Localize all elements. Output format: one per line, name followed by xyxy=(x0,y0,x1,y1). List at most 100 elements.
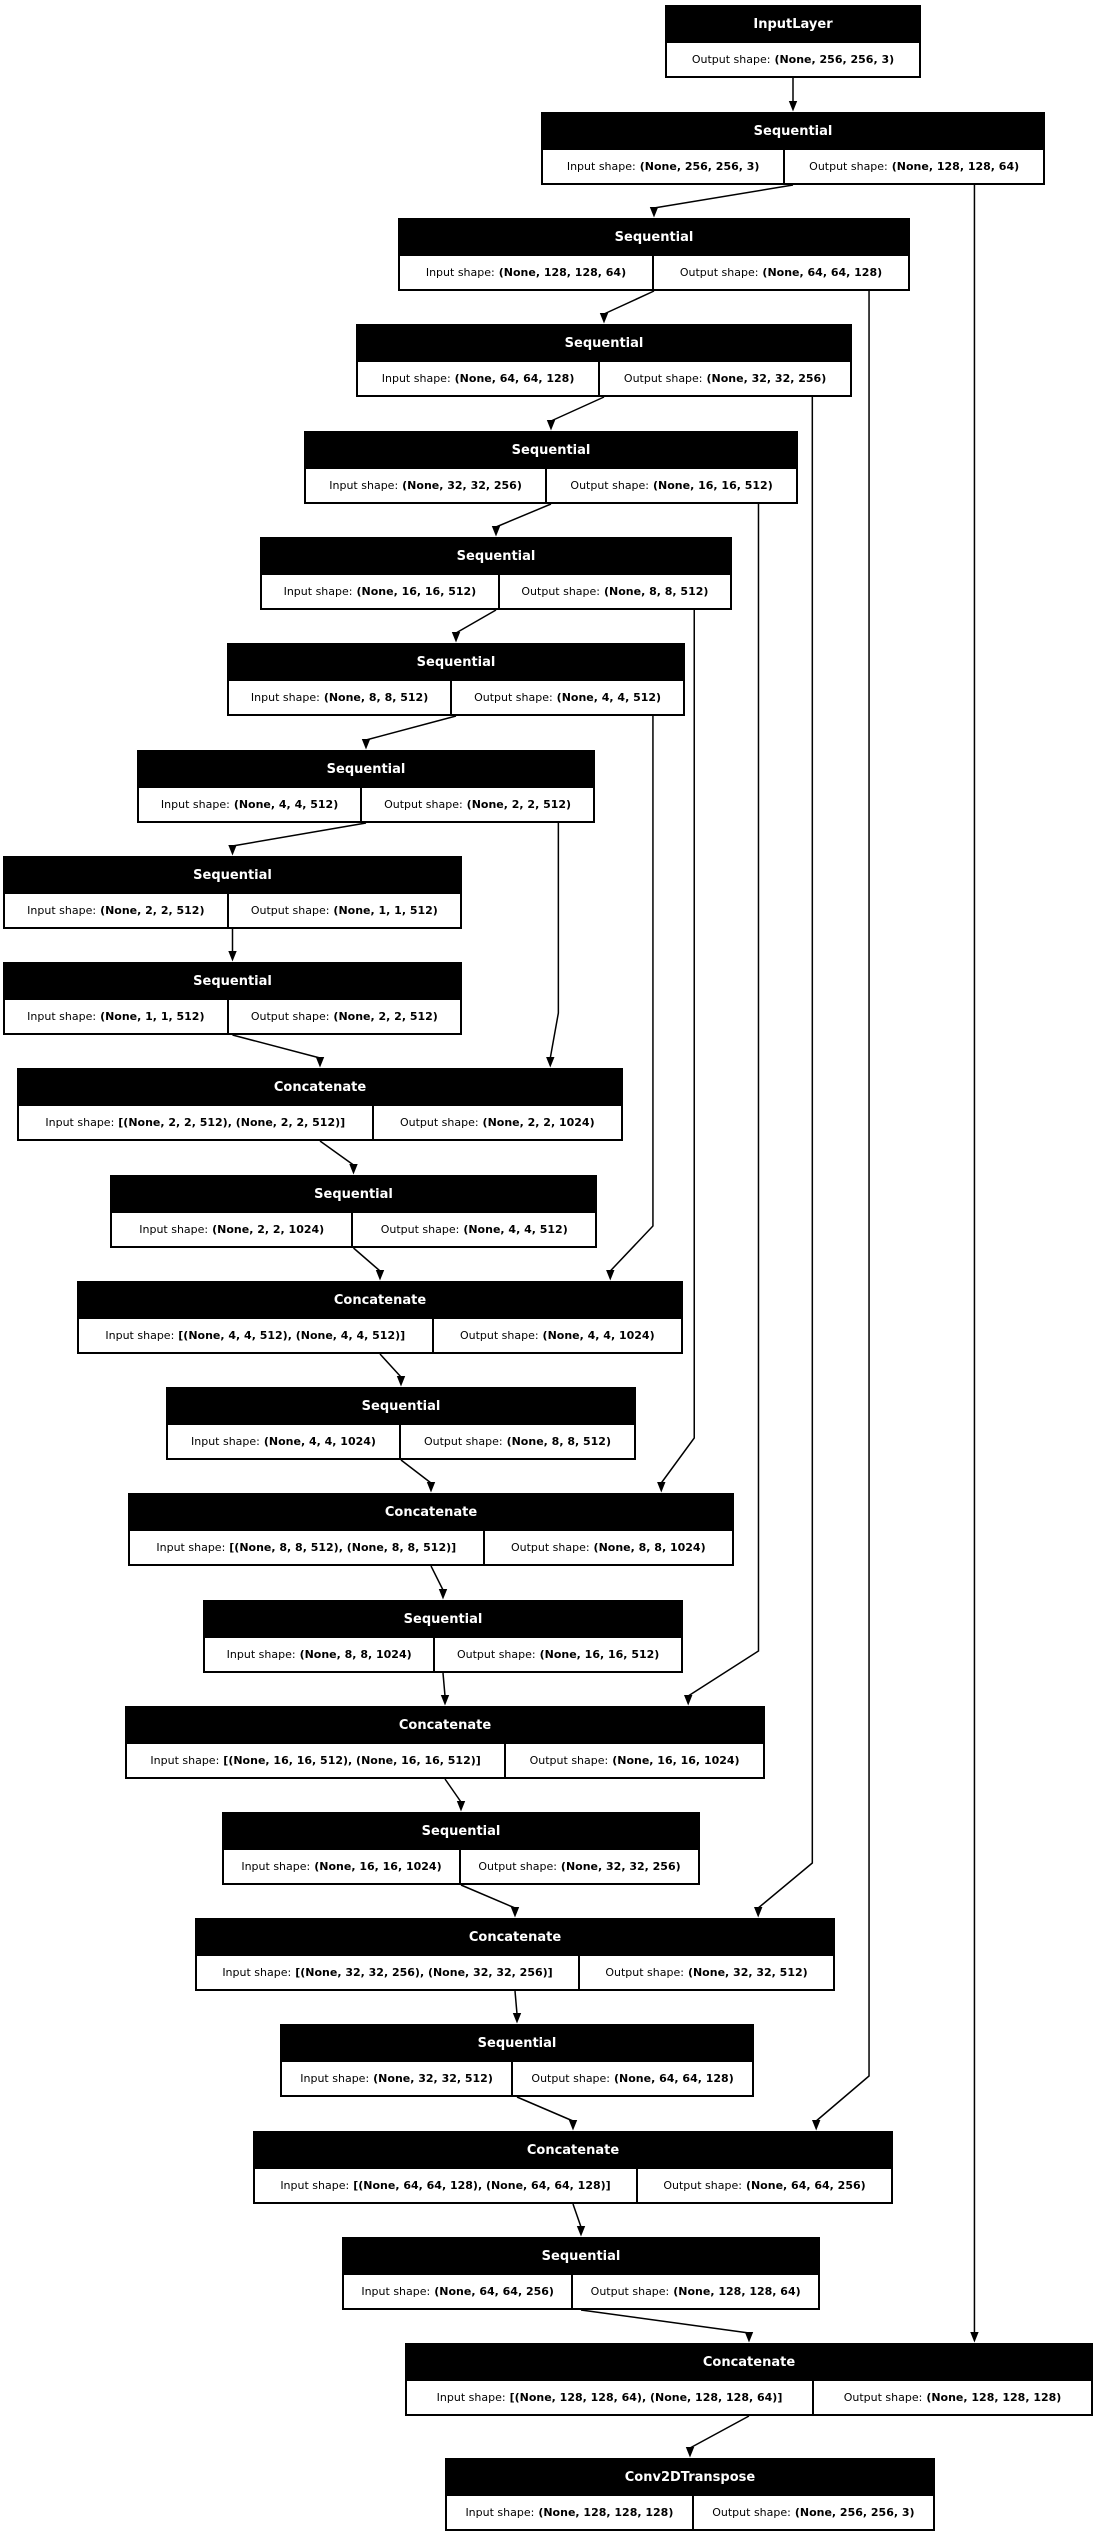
input-shape-value: (None, 128, 128, 64) xyxy=(498,266,627,279)
layer-title: Sequential xyxy=(358,326,850,362)
input-shape-value: (None, 16, 16, 512) xyxy=(356,585,477,598)
input-shape-cell: Input shape:(None, 64, 64, 128) xyxy=(358,362,599,395)
layer-title: Sequential xyxy=(543,114,1043,150)
layer-title: Sequential xyxy=(400,220,908,256)
layer-title: Sequential xyxy=(224,1814,698,1850)
output-shape-cell: Output shape:(None, 64, 64, 256) xyxy=(636,2169,891,2202)
input-shape-label: Input shape: xyxy=(191,1435,260,1448)
layer-title: Sequential xyxy=(306,433,796,469)
output-shape-value: (None, 2, 2, 1024) xyxy=(482,1116,595,1129)
input-shape-cell: Input shape:[(None, 64, 64, 128), (None,… xyxy=(255,2169,637,2202)
input-shape-value: [(None, 2, 2, 512), (None, 2, 2, 512)] xyxy=(118,1116,346,1129)
input-shape-value: [(None, 32, 32, 256), (None, 32, 32, 256… xyxy=(295,1966,553,1979)
output-shape-value: (None, 8, 8, 512) xyxy=(604,585,709,598)
output-shape-label: Output shape: xyxy=(399,1116,479,1129)
input-shape-label: Input shape: xyxy=(566,160,636,173)
output-shape-value: (None, 64, 64, 128) xyxy=(762,266,883,279)
output-shape-cell: Output shape:(None, 2, 2, 512) xyxy=(226,1000,460,1033)
input-shape-value: (None, 32, 32, 512) xyxy=(373,2072,493,2085)
layer-title: Sequential xyxy=(205,1602,681,1638)
input-shape-cell: Input shape:(None, 32, 32, 512) xyxy=(282,2062,512,2095)
input-shape-cell: Input shape:(None, 128, 128, 128) xyxy=(447,2496,692,2529)
input-shape-cell: Input shape:[(None, 2, 2, 512), (None, 2… xyxy=(19,1106,372,1139)
output-shape-cell: Output shape:(None, 32, 32, 256) xyxy=(598,362,850,395)
input-shape-label: Input shape: xyxy=(283,585,353,598)
output-shape-cell: Output shape:(None, 4, 4, 512) xyxy=(450,681,683,714)
layer-node-concatenate: Concatenate Input shape:[(None, 8, 8, 51… xyxy=(128,1493,734,1566)
output-shape-label: Output shape: xyxy=(712,2506,791,2519)
layer-node-sequential: Sequential Input shape:(None, 32, 32, 51… xyxy=(280,2024,754,2097)
output-shape-value: (None, 32, 32, 512) xyxy=(687,1966,808,1979)
output-shape-value: (None, 128, 128, 64) xyxy=(673,2285,801,2298)
input-shape-label: Input shape: xyxy=(329,479,399,492)
layer-node-sequential: Sequential Input shape:(None, 16, 16, 51… xyxy=(260,537,732,610)
output-shape-label: Output shape: xyxy=(531,2072,611,2085)
output-shape-cell: Output shape:(None, 32, 32, 512) xyxy=(578,1956,833,1989)
layer-title: Sequential xyxy=(5,858,460,894)
output-shape-label: Output shape: xyxy=(691,53,771,66)
output-shape-cell: Output shape:(None, 128, 128, 128) xyxy=(812,2381,1092,2414)
input-shape-value: (None, 32, 32, 256) xyxy=(402,479,522,492)
layer-node-sequential: Sequential Input shape:(None, 1, 1, 512)… xyxy=(3,962,462,1035)
input-shape-value: [(None, 64, 64, 128), (None, 64, 64, 128… xyxy=(353,2179,611,2192)
layer-node-conv2dtranspose: Conv2DTranspose Input shape:(None, 128, … xyxy=(445,2458,935,2531)
input-shape-label: Input shape: xyxy=(222,1966,292,1979)
input-shape-value: (None, 4, 4, 512) xyxy=(233,798,339,811)
input-shape-cell: Input shape:(None, 64, 64, 256) xyxy=(344,2275,572,2308)
input-shape-cell: Input shape:[(None, 128, 128, 64), (None… xyxy=(407,2381,813,2414)
input-shape-label: Input shape: xyxy=(139,1223,209,1236)
output-shape-value: (None, 4, 4, 512) xyxy=(556,691,662,704)
layer-title: Concatenate xyxy=(197,1920,833,1956)
layer-title: Concatenate xyxy=(407,2345,1091,2381)
output-shape-cell: Output shape:(None, 1, 1, 512) xyxy=(226,894,460,927)
input-shape-label: Input shape: xyxy=(381,372,451,385)
input-shape-label: Input shape: xyxy=(361,2285,431,2298)
output-shape-value: (None, 256, 256, 3) xyxy=(794,2506,915,2519)
output-shape-value: (None, 8, 8, 512) xyxy=(506,1435,611,1448)
layer-node-sequential: Sequential Input shape:(None, 8, 8, 512)… xyxy=(227,643,685,716)
layer-title: InputLayer xyxy=(667,7,919,43)
layer-title: Concatenate xyxy=(127,1708,763,1744)
output-shape-cell: Output shape:(None, 64, 64, 128) xyxy=(511,2062,752,2095)
input-shape-cell: Input shape:[(None, 16, 16, 512), (None,… xyxy=(127,1744,505,1777)
input-shape-label: Input shape: xyxy=(45,1116,115,1129)
output-shape-label: Output shape: xyxy=(663,2179,742,2192)
output-shape-cell: Output shape:(None, 32, 32, 256) xyxy=(458,1850,698,1883)
layer-node-concatenate: Concatenate Input shape:[(None, 16, 16, … xyxy=(125,1706,765,1779)
input-shape-label: Input shape: xyxy=(241,1860,311,1873)
output-shape-cell: Output shape:(None, 8, 8, 1024) xyxy=(482,1531,732,1564)
layer-node-sequential: Sequential Input shape:(None, 16, 16, 10… xyxy=(222,1812,700,1885)
input-shape-value: (None, 128, 128, 128) xyxy=(538,2506,674,2519)
output-shape-value: (None, 4, 4, 512) xyxy=(463,1223,568,1236)
layer-title: Sequential xyxy=(168,1389,634,1425)
input-shape-label: Input shape: xyxy=(27,1010,97,1023)
layer-node-sequential: Sequential Input shape:(None, 64, 64, 12… xyxy=(356,324,852,397)
input-shape-value: (None, 4, 4, 1024) xyxy=(263,1435,376,1448)
output-shape-label: Output shape: xyxy=(570,479,650,492)
output-shape-label: Output shape: xyxy=(679,266,759,279)
input-shape-value: (None, 1, 1, 512) xyxy=(100,1010,205,1023)
input-shape-label: Input shape: xyxy=(105,1329,175,1342)
output-shape-cell: Output shape:(None, 256, 256, 3) xyxy=(691,2496,933,2529)
layer-node-concatenate: Concatenate Input shape:[(None, 128, 128… xyxy=(405,2343,1093,2416)
input-shape-value: [(None, 16, 16, 512), (None, 16, 16, 512… xyxy=(223,1754,481,1767)
output-shape-label: Output shape: xyxy=(623,372,703,385)
input-shape-value: (None, 64, 64, 256) xyxy=(434,2285,554,2298)
output-shape-label: Output shape: xyxy=(843,2391,923,2404)
layer-node-sequential: Sequential Input shape:(None, 256, 256, … xyxy=(541,112,1045,185)
output-shape-label: Output shape: xyxy=(809,160,888,173)
input-shape-value: (None, 8, 8, 1024) xyxy=(299,1648,412,1661)
output-shape-cell: Output shape:(None, 16, 16, 1024) xyxy=(504,1744,763,1777)
input-shape-cell: Input shape:(None, 256, 256, 3) xyxy=(543,150,784,183)
input-shape-value: (None, 256, 256, 3) xyxy=(639,160,760,173)
output-shape-value: (None, 4, 4, 1024) xyxy=(542,1329,655,1342)
layer-node-sequential: Sequential Input shape:(None, 4, 4, 1024… xyxy=(166,1387,636,1460)
input-shape-cell: Input shape:(None, 32, 32, 256) xyxy=(306,469,546,502)
output-shape-label: Output shape: xyxy=(423,1435,503,1448)
input-shape-value: [(None, 128, 128, 64), (None, 128, 128, … xyxy=(509,2391,783,2404)
input-shape-cell: Input shape:(None, 2, 2, 512) xyxy=(5,894,227,927)
output-shape-value: (None, 16, 16, 512) xyxy=(653,479,773,492)
output-shape-label: Output shape: xyxy=(605,1966,684,1979)
output-shape-cell: Output shape:(None, 128, 128, 64) xyxy=(783,150,1043,183)
